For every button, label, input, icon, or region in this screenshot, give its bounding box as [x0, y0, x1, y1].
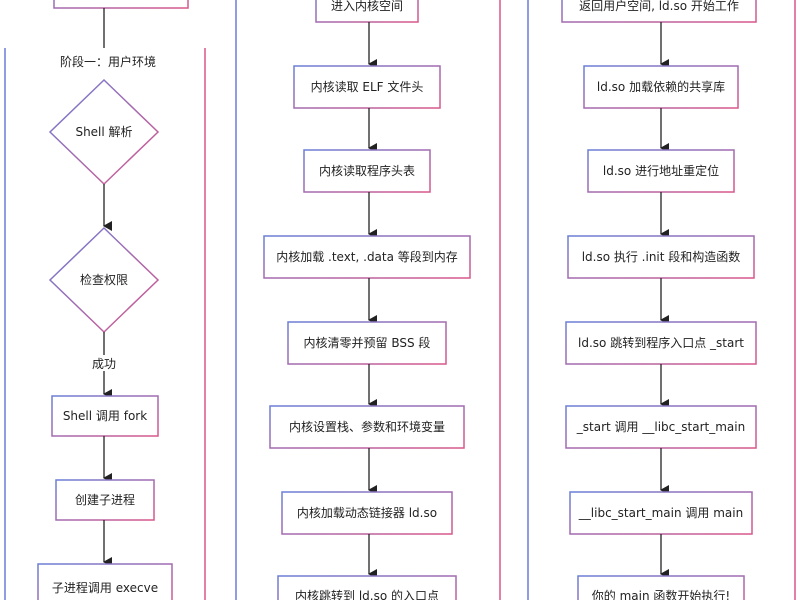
left-node-child-execve: 子进程调用 execve — [37, 563, 173, 600]
edge-label-success: 成功 — [92, 357, 116, 371]
middle-node-clear-bss: 内核清零并预留 BSS 段 — [287, 321, 447, 365]
right-node-label: ld.so 跳转到程序入口点 _start — [578, 335, 744, 350]
lane-middle — [235, 0, 501, 600]
left-node-create-child: 创建子进程 — [55, 479, 155, 521]
right-node-label: ld.so 进行地址重定位 — [603, 163, 719, 178]
middle-node-label: 内核加载动态链接器 ld.so — [297, 505, 437, 520]
left-node-shell-fork: Shell 调用 fork — [51, 395, 159, 437]
left-node-label: 创建子进程 — [75, 492, 135, 507]
right-node-run-init: ld.so 执行 .init 段和构造函数 — [567, 235, 755, 279]
middle-node-jump-ldso: 内核跳转到 ld.so 的入口点 — [277, 575, 457, 600]
right-node-label: 返回用户空间, ld.so 开始工作 — [579, 0, 739, 13]
middle-node-label: 内核清零并预留 BSS 段 — [304, 335, 431, 350]
right-node-start-libc: _start 调用 __libc_start_main — [565, 405, 757, 449]
right-node-label: ld.so 加载依赖的共享库 — [597, 79, 725, 94]
middle-node-label: 内核加载 .text, .data 等段到内存 — [276, 249, 458, 264]
right-node-label: 你的 main 函数开始执行! — [592, 588, 730, 600]
middle-node-label: 内核读取 ELF 文件头 — [311, 79, 424, 94]
right-node-relocate: ld.so 进行地址重定位 — [587, 149, 735, 193]
middle-node-load-segments: 内核加载 .text, .data 等段到内存 — [263, 235, 471, 279]
left-node-label: 子进程调用 execve — [52, 580, 158, 595]
middle-node-setup-stack: 内核设置栈、参数和环境变量 — [269, 405, 465, 449]
lane-right — [527, 0, 796, 600]
middle-node-load-ldso: 内核加载动态链接器 ld.so — [281, 491, 453, 535]
middle-node-read-elf-header: 内核读取 ELF 文件头 — [293, 65, 441, 109]
middle-node-read-phdr: 内核读取程序头表 — [303, 149, 431, 193]
right-node-return-user: 返回用户空间, ld.so 开始工作 — [561, 0, 757, 23]
middle-node-label: 内核设置栈、参数和环境变量 — [289, 419, 445, 434]
left-node-label: Shell 解析 — [75, 125, 132, 139]
middle-node-label: 内核读取程序头表 — [319, 163, 415, 178]
left-node-shell-parse: Shell 解析 — [48, 78, 160, 186]
left-top-partial-node — [53, 0, 189, 9]
middle-node-enter-kernel: 进入内核空间 — [315, 0, 419, 23]
right-node-label: __libc_start_main 调用 main — [578, 506, 743, 520]
middle-node-label: 进入内核空间 — [331, 0, 403, 13]
left-node-label: 检查权限 — [80, 272, 128, 287]
middle-node-label: 内核跳转到 ld.so 的入口点 — [295, 588, 439, 600]
right-node-jump-start: ld.so 跳转到程序入口点 _start — [565, 321, 757, 365]
lane-left — [4, 47, 206, 600]
left-node-label: Shell 调用 fork — [63, 409, 147, 423]
left-node-check-perm: 检查权限 — [48, 226, 160, 334]
right-node-label: ld.so 执行 .init 段和构造函数 — [582, 249, 741, 264]
right-node-label: _start 调用 __libc_start_main — [576, 420, 745, 434]
edge-label-bg — [88, 355, 120, 371]
lane-left-title: 阶段一：用户环境 — [60, 54, 156, 69]
right-node-load-libs: ld.so 加载依赖的共享库 — [583, 65, 739, 109]
right-node-main-runs: 你的 main 函数开始执行! — [577, 575, 745, 600]
right-node-libc-main: __libc_start_main 调用 main — [569, 491, 753, 535]
